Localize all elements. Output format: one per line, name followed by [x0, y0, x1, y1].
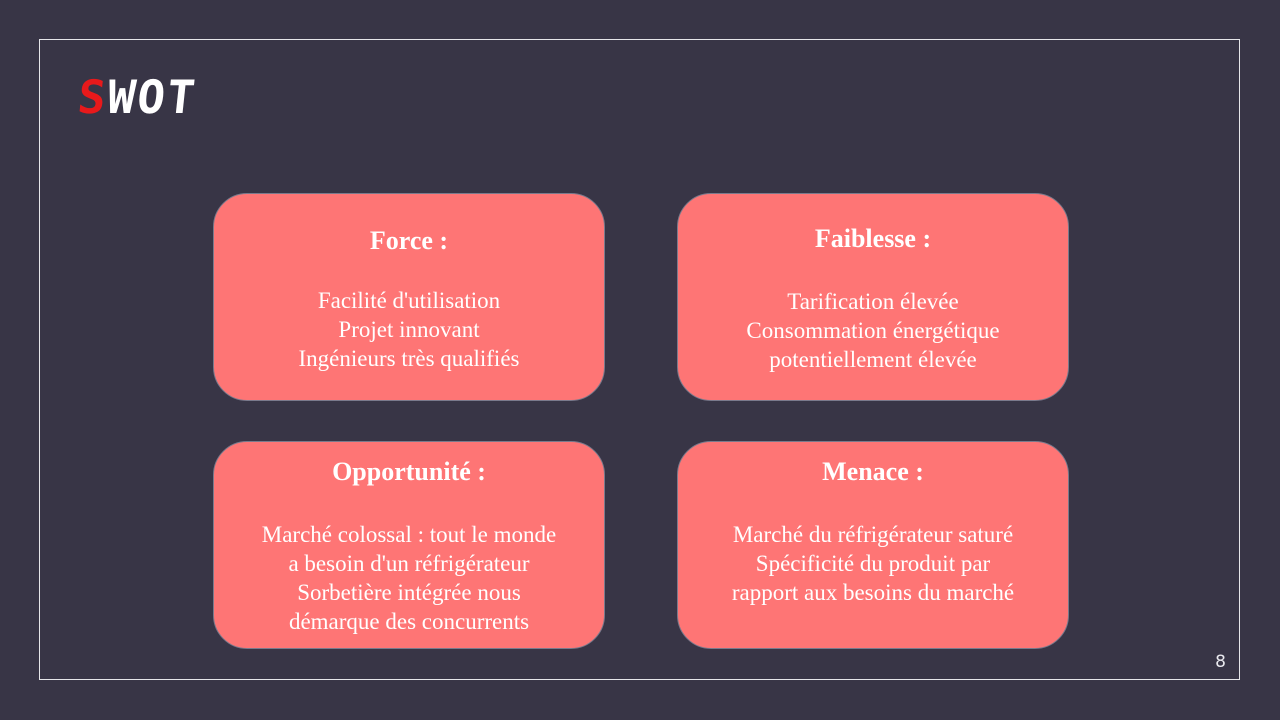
threats-title: Menace : [822, 457, 924, 486]
threats-body: Marché du réfrigérateur saturé Spécifici… [678, 520, 1068, 607]
slide-title: SWOT [75, 70, 199, 124]
opportunities-line: démarque des concurrents [288, 609, 530, 634]
page-number: 8 [1215, 652, 1226, 672]
strengths-card: Force : Facilité d'utilisation Projet in… [213, 193, 605, 401]
weaknesses-line: potentiellement élevée [769, 347, 977, 372]
slide-frame [39, 39, 1240, 680]
strengths-line: Projet innovant [338, 317, 480, 342]
opportunities-line: Sorbetière intégrée nous [297, 580, 521, 605]
strengths-body: Facilité d'utilisation Projet innovant I… [214, 286, 604, 373]
threats-card: Menace : Marché du réfrigérateur saturé … [677, 441, 1069, 649]
opportunities-line: a besoin d'un réfrigérateur [288, 551, 530, 576]
threats-line: Marché du réfrigérateur saturé [732, 522, 1014, 547]
weaknesses-body: Tarification élevée Consommation énergét… [678, 287, 1068, 374]
opportunities-line: Marché colossal : tout le monde [261, 522, 557, 547]
weaknesses-card: Faiblesse : Tarification élevée Consomma… [677, 193, 1069, 401]
strengths-line: Facilité d'utilisation [317, 288, 501, 313]
strengths-line: Ingénieurs très qualifiés [298, 346, 520, 371]
opportunities-card: Opportunité : Marché colossal : tout le … [213, 441, 605, 649]
weaknesses-line: Tarification élevée [787, 289, 959, 314]
weaknesses-title: Faiblesse : [814, 224, 932, 253]
opportunities-title: Opportunité : [332, 457, 486, 486]
opportunities-body: Marché colossal : tout le monde a besoin… [214, 520, 604, 636]
weaknesses-line: Consommation énergétique [746, 318, 1000, 343]
slide-title-rest: WOT [104, 70, 200, 124]
threats-line: rapport aux besoins du marché [731, 580, 1015, 605]
strengths-title: Force : [369, 226, 449, 255]
threats-line: Spécificité du produit par [755, 551, 991, 576]
